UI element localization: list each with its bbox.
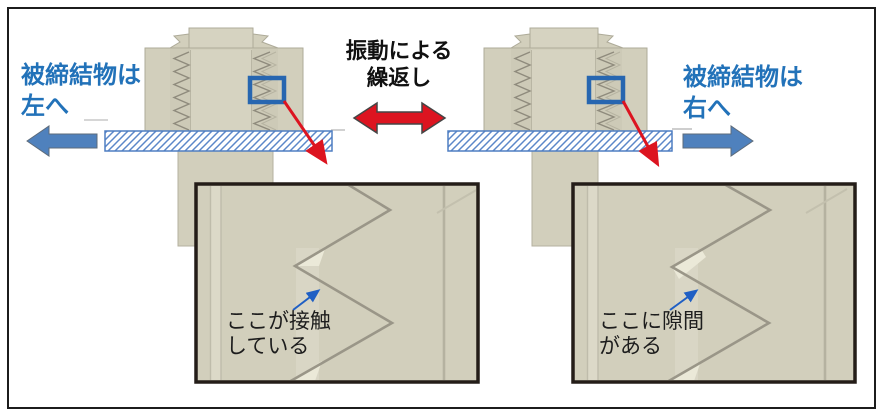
right-bolt-shank: [531, 50, 596, 131]
detail-thread-profile: [667, 186, 773, 380]
left-detail-label: ここが接触 している: [226, 309, 331, 359]
right-detail-label-line2: がある: [599, 335, 662, 358]
right-bolt-assembly: [483, 27, 692, 247]
left-object-label-line2: 左へ: [21, 93, 69, 120]
thread-zigzag-echo: [260, 51, 278, 131]
left-detail-pointer-arrow: [292, 289, 321, 311]
detail-faint-thread-line: [436, 189, 476, 214]
vibration-label: 振動による 繰返し: [340, 38, 458, 92]
detail-left-band: [210, 186, 221, 380]
clamped-plate-right: [447, 130, 673, 152]
vibration-label-line2: 繰返し: [366, 66, 432, 90]
left-detail-frame: [194, 182, 480, 384]
detail-interface-band: [675, 248, 698, 380]
detail-interface-band: [296, 248, 319, 380]
thread-zigzag-echo: [604, 51, 622, 131]
right-detail-box: [571, 182, 857, 384]
left-object-label: 被締結物は 左へ: [21, 60, 141, 122]
left-object-label-line1: 被締結物は: [21, 62, 141, 89]
detail-thread-profile: [289, 186, 395, 380]
left-red-callout-arrow: [282, 100, 328, 165]
clamped-plate-left: [104, 130, 333, 152]
vibration-label-line1: 振動による: [345, 39, 453, 63]
figure-border: [7, 7, 876, 409]
right-highlight-box: [586, 75, 626, 105]
right-red-callout-arrow: [621, 100, 660, 167]
right-detail-frame: [571, 182, 857, 384]
right-detail-label: ここに隙間 がある: [599, 309, 704, 359]
left-thread-zigzag-of-right-assembly: [513, 51, 532, 131]
right-object-label-line2: 右へ: [683, 95, 731, 122]
left-detail-label-line2: している: [226, 335, 310, 358]
left-detail-box: [194, 182, 480, 384]
left-detail-label-line1: ここが接触: [226, 310, 331, 333]
right-arrow-icon: [682, 125, 754, 157]
right-detail-pointer-arrow: [669, 289, 699, 311]
detail-left-band: [587, 186, 598, 380]
right-thread-zigzag-of-right-assembly: [596, 51, 616, 131]
right-object-label: 被締結物は 右へ: [683, 62, 803, 124]
right-thread-zigzag-of-left-assembly: [252, 51, 272, 131]
left-highlight-box: [247, 75, 287, 105]
detail-faint-thread-line: [805, 188, 848, 214]
left-thread-zigzag: [172, 51, 191, 131]
left-bolt-assembly: [84, 27, 345, 247]
right-detail-label-line1: ここに隙間: [599, 310, 704, 333]
right-object-label-line1: 被締結物は: [683, 64, 803, 91]
vibration-double-arrow-icon: [352, 101, 447, 135]
left-arrow-icon: [26, 125, 98, 157]
left-bolt-shank: [190, 50, 252, 131]
